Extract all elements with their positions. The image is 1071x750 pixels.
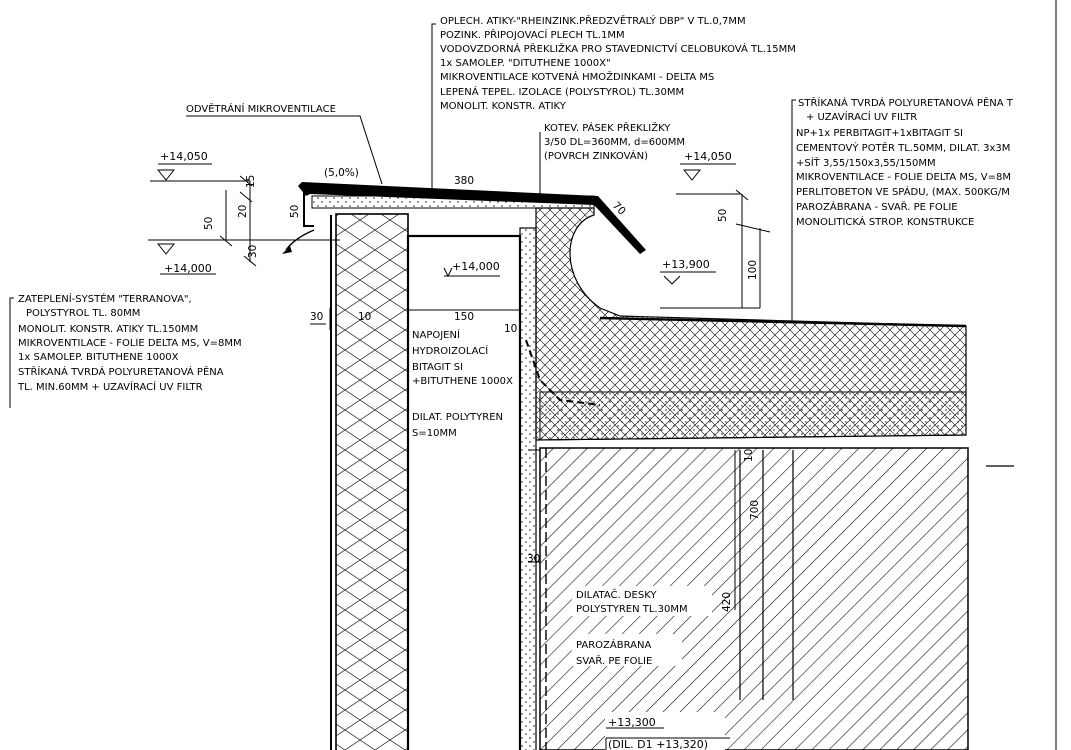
ventilation-label: ODVĚTRÁNÍ MIKROVENTILACE [186,102,336,115]
anchor-strip-label: KOTEV. PÁSEK PŘEKLIŽKY 3/50 DL=360MM, d=… [544,121,685,162]
drip-arrow [285,229,315,251]
drip-edge [303,190,314,227]
top-note: VODOVZDORNÁ PŘEKLIŽKA PRO STAVEDNICTVÍ C… [440,42,796,55]
top-note: LEPENÁ TEPEL. IZOLACE (POLYSTYROL) TL.30… [440,85,684,98]
right-note: STŘÍKANÁ TVRDÁ POLYURETANOVÁ PĚNA T [798,96,1014,109]
dim-50-right: 50 [717,209,729,222]
level-marker-right-top [676,163,740,195]
dilat-polystyrene-line: DILAT. POLYTYREN [412,412,503,423]
left-note: STŘÍKANÁ TVRDÁ POLYURETANOVÁ PĚNA [18,365,224,378]
left-note: 1x SAMOLEP. BITUTHENE 1000X [18,352,179,363]
level-marker-inner [443,267,500,278]
left-note: TL. MIN.60MM + UZAVÍRACÍ UV FILTR [17,380,203,393]
anchor-strip-line: KOTEV. PÁSEK PŘEKLIŽKY [544,121,671,134]
dim-50-vert: 50 [203,217,215,230]
dim-50-left: 50 [289,205,301,218]
vapour-barrier-label: PAROZÁBRANA SVAŘ. PE FOLIE [576,638,652,667]
right-note: CEMENTOVÝ POTĚR TL.50MM, DILAT. 3x3M [796,141,1010,154]
level-mid-left: +14,000 [164,262,212,275]
dim-420: 420 [721,592,733,612]
top-note: MIKROVENTILACE KOTVENÁ HMOŽDINKAMI - DEL… [440,70,714,83]
right-note: PERLITOBETON VE SPÁDU, (MAX. 500KG/M [796,185,1010,198]
right-note: NP+1x PERBITAGIT+1xBITAGIT SI [796,128,963,139]
left-note: POLYSTYROL TL. 80MM [26,308,140,319]
facade-insulation [335,213,409,750]
top-note: 1x SAMOLEP. "DITUTHENE 1000X" [440,58,611,69]
leader-right-notes [791,99,796,322]
waterproof-joint-line: NAPOJENÍ [412,328,460,341]
level-marker-bottom [605,727,730,750]
dim-30-lower: 30 [527,553,540,565]
dim-10-right: 10 [504,323,517,335]
dim-100: 100 [747,260,759,280]
level-bottom: +13,300 [608,716,656,729]
level-marker-mid-left [148,239,340,275]
right-note: MIKROVENTILACE - FOLIE DELTA MS, V=8M [796,172,1011,183]
dim-15: 15 [245,175,257,188]
dim-20: 20 [237,205,249,218]
dim-10-lower: 10 [743,449,755,462]
level-marker-top-left [150,163,250,182]
left-note: MONOLIT. KONSTR. ATIKY TL.150MM [18,324,198,335]
vapour-barrier-line: SVAŘ. PE FOLIE [576,654,652,667]
top-note: OPLECH. ATIKY-"RHEINZINK.PŘEDZVĚTRALÝ DB… [440,14,746,27]
cement-screed [539,391,967,441]
top-note: MONOLIT. KONSTR. ATIKY [440,101,567,112]
slab-joint-line: POLYSTYREN TL.30MM [576,604,688,615]
plywood-board [311,195,595,209]
slab-joint-line: DILATAČ. DESKY [576,588,657,601]
wall-inner-insulation [519,227,537,750]
right-note: +SÍŤ 3,55/150x3,55/150MM [796,156,936,169]
left-note: MIKROVENTILACE - FOLIE DELTA MS, V=8MM [18,338,242,349]
slab-label-mask [605,712,725,750]
right-notes: STŘÍKANÁ TVRDÁ POLYURETANOVÁ PĚNA T + UZ… [796,96,1014,228]
right-note: MONOLITICKÁ STROP. KONSTRUKCE [796,215,974,228]
waterproof-joint-line: BITAGIT SI [412,362,463,373]
dim-30-vert: 30 [247,245,259,258]
leader-left-notes [9,297,14,408]
level-marker-right-low [660,271,760,309]
perlite-concrete [535,207,967,441]
dilat-polystyrene-line: S=10MM [412,428,457,439]
waterproof-joint-line: +BITUTHENE 1000X [412,376,513,387]
dim-slope: (5,0%) [324,167,359,179]
dim-coping-width: 380 [454,175,474,187]
dim-wall-150: 150 [454,311,474,323]
top-notes: OPLECH. ATIKY-"RHEINZINK.PŘEDZVĚTRALÝ DB… [440,14,796,112]
anchor-strip-line: (POVRCH ZINKOVÁN) [544,149,648,162]
anchor-strip-line: 3/50 DL=360MM, d=600MM [544,137,685,148]
dim-700: 700 [749,500,761,520]
level-right-top: +14,050 [684,150,732,163]
leader-ventilation [186,115,383,185]
slab-joint-label: DILATAČ. DESKY POLYSTYREN TL.30MM [576,588,688,615]
slab-label-mask [572,586,712,616]
waterproof-joint-label: NAPOJENÍ HYDROIZOLACÍ BITAGIT SI +BITUTH… [412,328,513,387]
right-note: + UZAVÍRACÍ UV FILTR [806,110,917,123]
top-note: POZINK. PŘIPOJOVACÍ PLECH TL.1MM [440,28,625,41]
roof-surface [599,316,967,328]
level-bottom-dil: (DIL. D1 +13,320) [608,738,708,750]
membrane-line [525,339,601,406]
level-inner: +14,000 [452,260,500,273]
dimension-lines [219,175,771,610]
left-note: ZATEPLENÍ-SYSTÉM "TERRANOVA", [18,292,192,305]
slab-label-mask [572,634,682,666]
waterproof-joint-line: HYDROIZOLACÍ [412,344,488,357]
dim-10-left: 10 [358,311,371,323]
dim-30-horiz: 30 [310,311,323,323]
level-right-low: +13,900 [662,258,710,271]
leader-top-notes [431,23,436,190]
right-note: PAROZÁBRANA - SVAŘ. PE FOLIE [796,200,958,213]
vapour-barrier-line: PAROZÁBRANA [576,638,651,651]
drip-arrowhead [282,246,292,254]
left-notes: ZATEPLENÍ-SYSTÉM "TERRANOVA", POLYSTYROL… [17,292,242,393]
level-top-left: +14,050 [160,150,208,163]
dilat-polystyrene-label: DILAT. POLYTYREN S=10MM [412,412,503,439]
